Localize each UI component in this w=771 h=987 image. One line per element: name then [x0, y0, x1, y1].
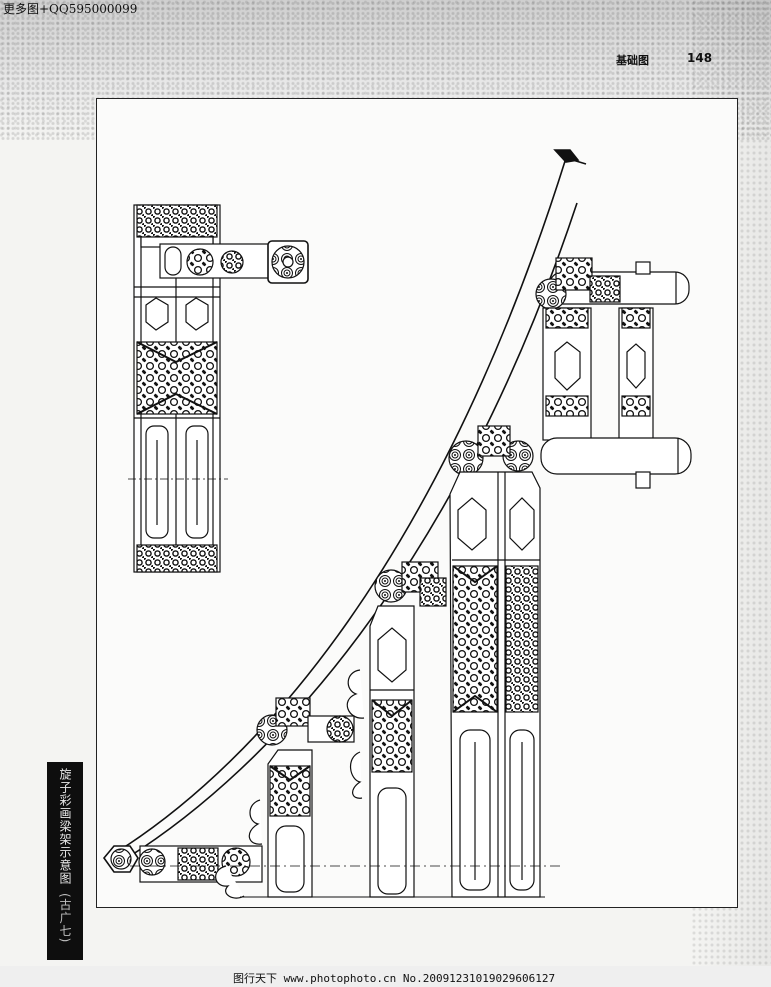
- roof-rafter-curve: [119, 149, 587, 859]
- page-number: 148: [687, 51, 713, 65]
- middle-tall-column: [448, 425, 541, 898]
- caption-block: [47, 762, 83, 960]
- caption-subtitle: (古广七): [58, 893, 72, 944]
- footer-credit: 图行天下 www.photophoto.cn No.20091231019029…: [233, 972, 556, 985]
- column-detail-left: [128, 204, 309, 573]
- second-column: [346, 561, 447, 898]
- page-header-section: 基础图: [616, 54, 649, 67]
- side-caption: 旋子彩画梁架示意图 (古广七): [47, 762, 83, 960]
- lower-left-beam: [102, 845, 263, 899]
- footer-band: [0, 966, 771, 987]
- caption-title: 旋子彩画梁架示意图: [58, 768, 72, 885]
- third-column: [248, 697, 355, 898]
- watermark-text: 更多图+QQ595000099: [3, 2, 138, 16]
- upper-right-bay: [535, 257, 692, 489]
